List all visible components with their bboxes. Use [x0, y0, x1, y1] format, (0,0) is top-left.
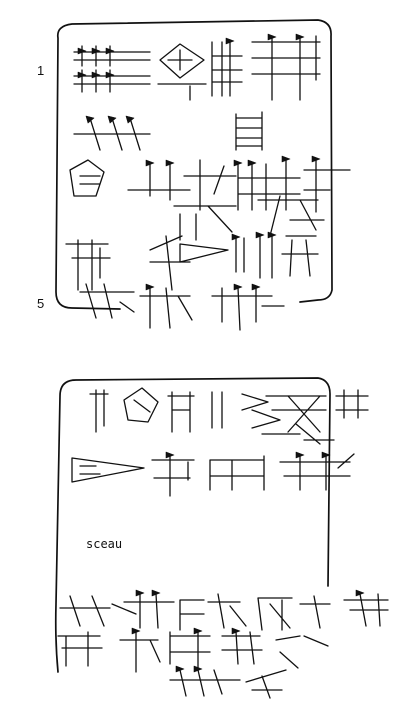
obverse-line-1: [73, 33, 321, 101]
reverse-line-3: [59, 589, 389, 631]
obverse-line-2: [73, 111, 263, 151]
obverse-line-3: [69, 155, 351, 241]
seal-label: sceau: [86, 537, 123, 551]
line-number-5: 5: [37, 296, 45, 311]
obverse-outline: [55, 19, 333, 310]
reverse-line-1: [89, 387, 369, 445]
obverse-line-5: [79, 283, 285, 331]
obverse-line-4: [65, 231, 319, 291]
line-number-1: 1: [37, 63, 45, 78]
reverse-line-5: [169, 665, 287, 699]
reverse-outline: [54, 377, 331, 673]
reverse-line-2: [71, 451, 355, 497]
reverse-line-4: [57, 627, 329, 673]
